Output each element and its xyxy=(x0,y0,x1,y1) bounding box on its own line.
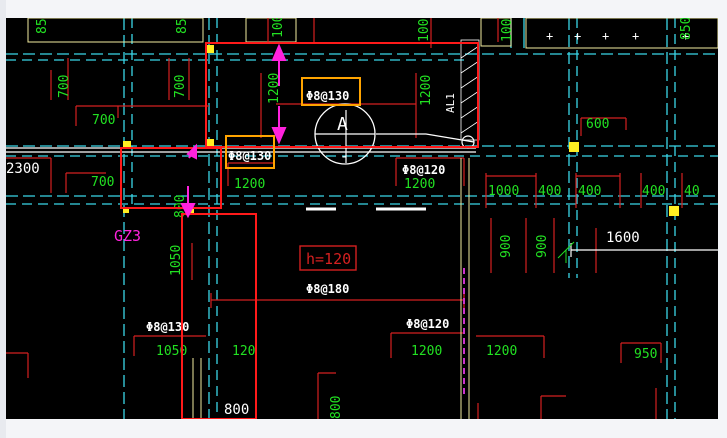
dim-r800v: 800 xyxy=(173,195,188,218)
slab-thickness: h=120 xyxy=(306,250,351,268)
svg-text:+: + xyxy=(546,29,553,43)
label-al1: AL1 xyxy=(444,93,457,113)
dim-r700: 700 xyxy=(92,113,115,128)
dim-v700-b: 700 xyxy=(173,75,188,98)
rebar-label-130-a: Φ8@130 xyxy=(306,89,349,103)
dim-r1200-e: 1200 xyxy=(486,344,517,359)
dim-r1200-d: 1200 xyxy=(411,344,442,359)
svg-text:+: + xyxy=(602,29,609,43)
dim-r1200-a: 1200 xyxy=(234,177,265,192)
annotation-box-left xyxy=(120,147,222,209)
dim-r800: 800 xyxy=(224,402,249,418)
rebar-label-130-b: Φ8@130 xyxy=(228,149,271,163)
thickness-box xyxy=(299,245,357,271)
rebar-label-130-c: Φ8@130 xyxy=(146,320,189,334)
top-right-marks: + + + + + xyxy=(546,29,689,43)
annotation-box-bottom xyxy=(181,213,257,419)
wall-columns xyxy=(192,158,470,419)
dim-top-right-850: 850 xyxy=(679,18,694,40)
dim-r400-c: 400 xyxy=(642,184,665,199)
dim-r1600: 1600 xyxy=(606,230,640,246)
left-margin-strip xyxy=(0,0,6,438)
dim-r40: 40 xyxy=(684,184,700,199)
rebar-label-180: Φ8@180 xyxy=(306,282,349,296)
dim-v1200-b: 1200 xyxy=(419,75,434,106)
dim-top-100-b: 100 xyxy=(417,19,432,42)
dim-top-100-c: 100 xyxy=(500,19,515,42)
dim-r400-a: 400 xyxy=(538,184,561,199)
hatch-column xyxy=(460,39,480,141)
dim-tick xyxy=(557,241,575,259)
dim-r1200-b: 1200 xyxy=(404,177,435,192)
rebar-lines xyxy=(6,18,683,419)
axis-lines xyxy=(6,18,718,419)
svg-text:+: + xyxy=(574,29,581,43)
magenta-arrows xyxy=(180,43,287,219)
dim-top-100: 100 xyxy=(271,18,286,38)
dim-r1200-c: 120 xyxy=(232,344,255,359)
cad-drawing-canvas[interactable]: + + + + + xyxy=(6,18,718,419)
dim-v800b: 800 xyxy=(329,396,344,419)
dim-r400-b: 400 xyxy=(578,184,601,199)
cad-plan-svg: + + + + + xyxy=(6,18,718,419)
svg-text:+: + xyxy=(682,29,689,43)
circle-minus: - xyxy=(340,149,348,165)
dim-r950: 950 xyxy=(634,347,657,362)
circle-letter: A xyxy=(337,114,348,135)
annotation-box-top xyxy=(205,42,479,148)
svg-text:+: + xyxy=(632,29,639,43)
rebar-label-120-b: Φ8@120 xyxy=(406,317,449,331)
highlight-box-rebar-a xyxy=(301,77,361,106)
dim-v1050: 1050 xyxy=(169,245,184,276)
dim-v900-a: 900 xyxy=(499,235,514,258)
dim-r600: 600 xyxy=(586,117,609,132)
green-dims: 850 850 100 100 100 850 700 700 1200 120… xyxy=(35,18,700,419)
dim-v900-b: 900 xyxy=(535,235,550,258)
rebar-labels: Φ8@130 Φ8@130 Φ8@120 Φ8@180 Φ8@130 Φ8@12… xyxy=(146,89,449,334)
dim-r1000: 1000 xyxy=(488,184,519,199)
dim-r700b: 700 xyxy=(91,175,114,190)
dim-r1050: 1050 xyxy=(156,344,187,359)
dim-top-850-a: 850 xyxy=(35,18,50,34)
dim-r2300: 2300 xyxy=(6,161,40,177)
dim-top-850-b: 850 xyxy=(175,18,190,34)
annotation-boxes xyxy=(120,42,479,419)
highlight-box-rebar-b xyxy=(225,135,275,169)
dim-v700-a: 700 xyxy=(57,75,72,98)
white-labels: 2300 1600 800 AL1 xyxy=(6,93,640,418)
right-margin-strip xyxy=(718,0,727,438)
column-label-gz3: GZ3 xyxy=(114,227,141,245)
rebar-label-120-a: Φ8@120 xyxy=(402,163,445,177)
